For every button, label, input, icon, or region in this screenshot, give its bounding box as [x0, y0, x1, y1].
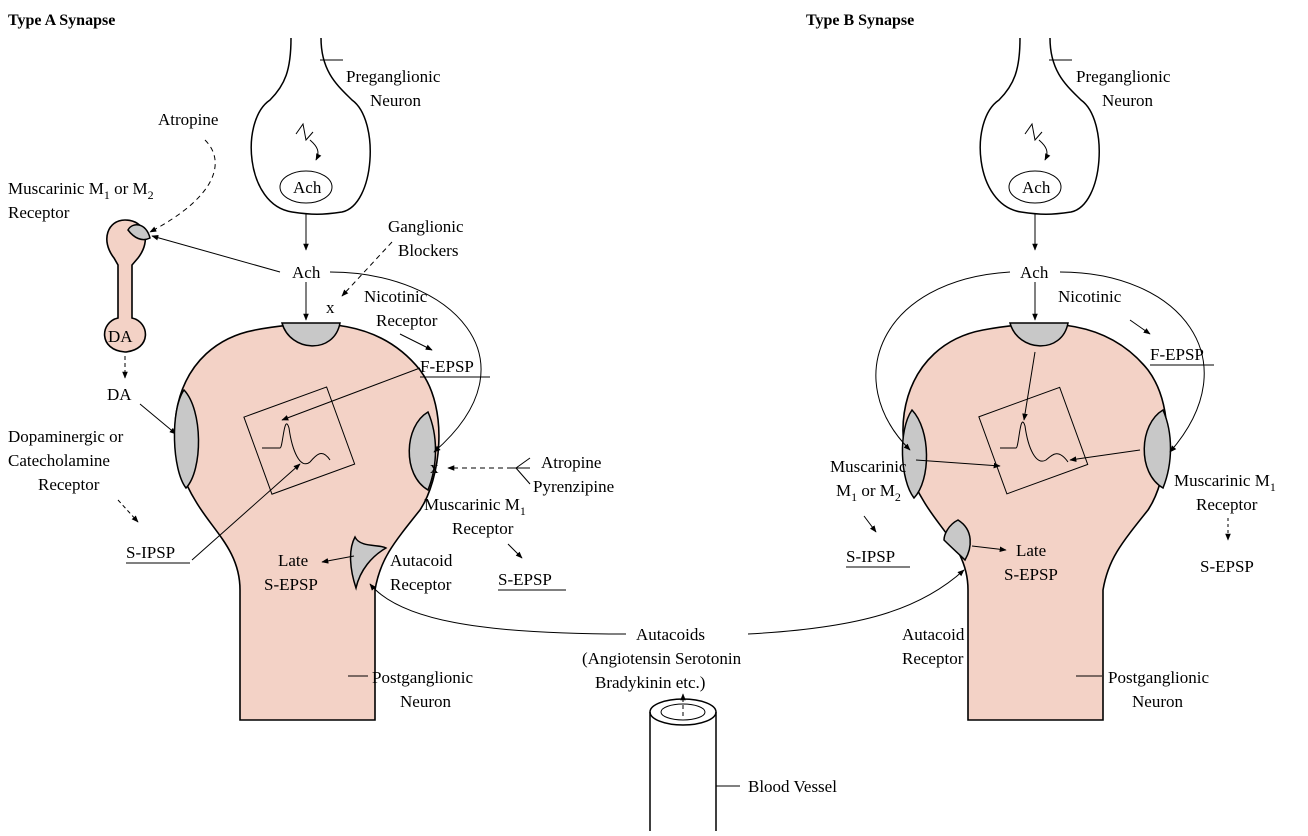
- type-a-block-x2: x: [430, 458, 439, 477]
- type-a-s-ipsp-label: S-IPSP: [126, 543, 175, 562]
- type-a-da-label: DA: [107, 385, 132, 404]
- type-b-musc-left-label-2: M1 or M2: [836, 481, 901, 504]
- type-a-late-label-1: Late: [278, 551, 308, 570]
- type-a-late-label-2: S-EPSP: [264, 575, 318, 594]
- type-b-musc-to-ipsp-arrow: [864, 516, 876, 532]
- type-a-f-epsp-label: F-EPSP: [420, 357, 474, 376]
- type-a-autacoid-label-1: Autacoid: [390, 551, 453, 570]
- type-b-nicotinic-to-fepsp-arrow: [1130, 320, 1150, 334]
- type-a-musc-m1m2-label-2: Receptor: [8, 203, 70, 222]
- type-b-action-potential-squiggle: [1025, 124, 1042, 140]
- type-b-preganglionic-label-2: Neuron: [1102, 91, 1153, 110]
- type-a-da-to-receptor-arrow: [140, 404, 176, 434]
- type-a-atropine-top-label: Atropine: [158, 110, 218, 129]
- type-b-ach-label: Ach: [1020, 263, 1049, 282]
- type-b-vesicle-arrow: [1039, 140, 1047, 160]
- autacoids-label-3: Bradykinin etc.): [595, 673, 705, 692]
- type-a-atropine-bracket-top: [516, 458, 530, 468]
- type-a-postganglionic-neuron: [175, 324, 439, 720]
- type-b-musc-right-label-1: Muscarinic M1: [1174, 471, 1276, 494]
- type-a-postganglionic-label-1: Postganglionic: [372, 668, 474, 687]
- type-b-late-label-1: Late: [1016, 541, 1046, 560]
- type-a-musc-to-sepsp-arrow: [508, 544, 522, 558]
- type-a-block-x1: x: [326, 298, 335, 317]
- type-b-f-epsp-label: F-EPSP: [1150, 345, 1204, 364]
- type-a-musc-m1m2-label-1: Muscarinic M1 or M2: [8, 179, 154, 202]
- type-a-atropine-bracket-bottom: [516, 468, 530, 484]
- type-b-s-ipsp-label: S-IPSP: [846, 547, 895, 566]
- type-a-action-potential-squiggle: [296, 124, 313, 140]
- type-a-title: Type A Synapse: [8, 12, 115, 29]
- type-a-s-epsp-label: S-EPSP: [498, 570, 552, 589]
- type-a-ach-vesicle-label: Ach: [293, 178, 322, 197]
- type-a-dopa-label-1: Dopaminergic or: [8, 427, 124, 446]
- type-a-ach-label: Ach: [292, 263, 321, 282]
- type-a-synapse: Type A Synapse Ach Preganglionic Neuron …: [8, 12, 614, 720]
- type-a-ganglionic-label-2: Blockers: [398, 241, 458, 260]
- type-a-preganglionic-label-1: Preganglionic: [346, 67, 441, 86]
- type-b-postganglionic-label-1: Postganglionic: [1108, 668, 1210, 687]
- type-b-preganglionic-label-1: Preganglionic: [1076, 67, 1171, 86]
- type-b-s-epsp-label: S-EPSP: [1200, 557, 1254, 576]
- type-a-nicotinic-label-1: Nicotinic: [364, 287, 428, 306]
- autacoids-label-2: (Angiotensin Serotonin: [582, 649, 742, 668]
- type-a-ganglionic-label-1: Ganglionic: [388, 217, 464, 236]
- autacoids-label: Autacoids: [636, 625, 705, 644]
- type-b-musc-left-label-1: Muscarinic: [830, 457, 907, 476]
- type-b-title: Type B Synapse: [806, 12, 914, 29]
- type-a-vesicle-arrow: [310, 140, 318, 160]
- type-a-ach-to-da-arrow: [152, 236, 280, 272]
- type-a-preganglionic-label-2: Neuron: [370, 91, 421, 110]
- type-a-dopa-to-ipsp-arrow: [118, 500, 138, 522]
- type-a-atropine-arrow: [150, 140, 215, 232]
- type-b-postganglionic-label-2: Neuron: [1132, 692, 1183, 711]
- type-a-pyrenzipine-label: Pyrenzipine: [533, 477, 614, 496]
- autacoid-source: Autacoids (Angiotensin Serotonin Bradyki…: [370, 570, 964, 831]
- blood-vessel-label: Blood Vessel: [748, 777, 837, 796]
- type-b-synapse: Type B Synapse Ach Preganglionic Neuron …: [806, 12, 1276, 720]
- type-a-postganglionic-label-2: Neuron: [400, 692, 451, 711]
- type-a-dopa-label-2: Catecholamine: [8, 451, 110, 470]
- blood-vessel: [650, 712, 716, 831]
- type-b-musc-right-label-2: Receptor: [1196, 495, 1258, 514]
- type-a-atropine2-label: Atropine: [541, 453, 601, 472]
- type-a-da-cell-label: DA: [108, 327, 133, 346]
- type-a-nicotinic-label-2: Receptor: [376, 311, 438, 330]
- type-b-late-label-2: S-EPSP: [1004, 565, 1058, 584]
- type-a-musc-m1-label-1: Muscarinic M1: [424, 495, 526, 518]
- type-b-autacoid-label-2: Receptor: [902, 649, 964, 668]
- type-b-nicotinic-label: Nicotinic: [1058, 287, 1122, 306]
- type-a-dopa-label-3: Receptor: [38, 475, 100, 494]
- type-b-autacoid-label-1: Autacoid: [902, 625, 965, 644]
- type-b-ach-vesicle-label: Ach: [1022, 178, 1051, 197]
- type-a-nicotinic-to-fepsp-arrow: [400, 334, 432, 350]
- type-a-autacoid-label-2: Receptor: [390, 575, 452, 594]
- type-a-musc-m1-label-2: Receptor: [452, 519, 514, 538]
